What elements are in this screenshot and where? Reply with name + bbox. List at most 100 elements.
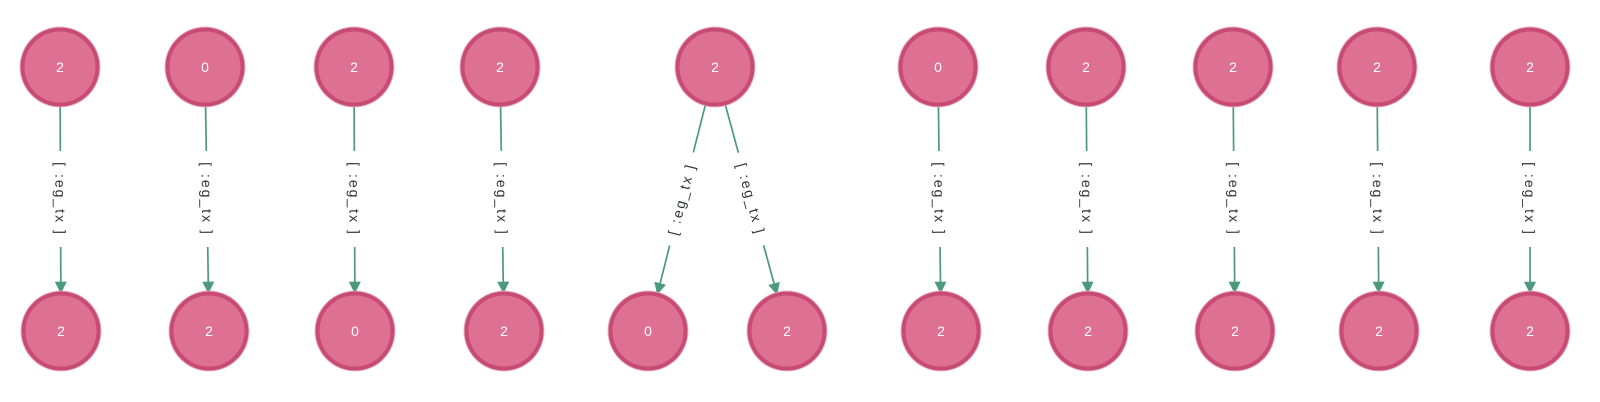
graph-node[interactable]: 2 (463, 290, 545, 372)
node-halo-ring (746, 290, 828, 372)
relationship-label-text: [ :eg_tx ] (198, 162, 215, 236)
node-halo-ring (168, 290, 250, 372)
graph-node[interactable]: 0 (314, 290, 396, 372)
node-circle[interactable] (1339, 291, 1419, 371)
relationship-label[interactable]: [ :eg_tx ] (1368, 150, 1388, 248)
relationship-label-background (344, 150, 365, 248)
edge-label-layer: [ :eg_tx ] [ :eg_tx ] [ :eg_tx ] [ :eg_tx ]… (50, 150, 1540, 248)
relationship-label[interactable]: [ :eg_tx ] (1077, 150, 1097, 248)
node-halo-ring (1047, 290, 1129, 372)
graph-node[interactable]: 2 (1338, 290, 1420, 372)
relationship-label[interactable]: [ :eg_tx ] (1224, 150, 1244, 248)
node-halo-ring (1338, 290, 1420, 372)
node-halo-ring (459, 26, 541, 108)
relationship-label[interactable]: [ :eg_tx ] (1520, 151, 1540, 247)
relationship-label-text: [ :eg_tx ] (734, 161, 769, 236)
edge-layer (54, 103, 1536, 296)
relationship-label[interactable]: [ :eg_tx ] (50, 150, 71, 248)
node-halo-ring (1489, 26, 1571, 108)
relationship-label[interactable]: [ :eg_tx ] (929, 150, 950, 248)
node-circle[interactable] (675, 27, 755, 107)
node-circle[interactable] (901, 291, 981, 371)
graph-node[interactable]: 2 (746, 290, 828, 372)
node-circle[interactable] (315, 291, 395, 371)
relationship-label[interactable]: [ :eg_tx ] (344, 150, 365, 248)
relationship-label-background (1224, 150, 1244, 248)
relationship-label-background (660, 150, 703, 248)
graph-node[interactable]: 2 (1192, 26, 1274, 108)
node-halo-ring (1336, 26, 1418, 108)
relationship-label-background (1520, 151, 1540, 247)
node-circle[interactable] (608, 291, 688, 371)
relationship-label-background (1077, 150, 1097, 248)
graph-node[interactable]: 2 (1194, 290, 1276, 372)
graph-node[interactable]: 2 (1489, 26, 1571, 108)
node-halo-ring (463, 290, 545, 372)
graph-node[interactable]: 2 (459, 26, 541, 108)
node-circle[interactable] (21, 291, 101, 371)
node-halo-ring (20, 290, 102, 372)
node-halo-ring (1045, 26, 1127, 108)
relationship-label[interactable]: [ :eg_tx ] (660, 150, 703, 248)
relationship-label[interactable]: [ :eg_tx ] (491, 150, 513, 248)
node-halo-ring (164, 26, 246, 108)
graph-node[interactable]: 2 (1336, 26, 1418, 108)
node-circle[interactable] (165, 27, 245, 107)
graph-node[interactable]: 0 (164, 26, 246, 108)
graph-node[interactable]: 2 (168, 290, 250, 372)
relationship-label-text: [ :eg_tx ] (665, 161, 699, 236)
relationship-label-text: [ :eg_tx ] (1226, 162, 1243, 236)
graph-node[interactable]: 2 (20, 290, 102, 372)
node-circle[interactable] (20, 27, 100, 107)
relationship-label-background (491, 150, 513, 248)
graph-node[interactable]: 2 (313, 26, 395, 108)
relationship-label-background (1368, 150, 1388, 248)
relationship-label-background (50, 150, 71, 248)
relationship-label-text: [ :eg_tx ] (1522, 162, 1538, 236)
node-circle[interactable] (1490, 27, 1570, 107)
relationship-label-text: [ :eg_tx ] (346, 162, 362, 236)
graph-node[interactable]: 2 (674, 26, 756, 108)
graph-node[interactable]: 0 (607, 290, 689, 372)
graph-node[interactable]: 2 (19, 26, 101, 108)
node-circle[interactable] (314, 27, 394, 107)
node-circle[interactable] (1193, 27, 1273, 107)
node-circle[interactable] (747, 291, 827, 371)
relationship-label-background (729, 150, 773, 248)
graph-node[interactable]: 0 (897, 26, 979, 108)
relationship-label[interactable]: [ :eg_tx ] (196, 150, 218, 248)
node-halo-ring (674, 26, 756, 108)
node-halo-ring (1192, 26, 1274, 108)
relationship-label[interactable]: [ :eg_tx ] (729, 150, 773, 248)
node-circle[interactable] (1048, 291, 1128, 371)
node-circle[interactable] (1337, 27, 1417, 107)
node-halo-ring (314, 290, 396, 372)
node-halo-ring (897, 26, 979, 108)
node-halo-ring (1194, 290, 1276, 372)
graph-node[interactable]: 2 (1047, 290, 1129, 372)
relationship-label-text: [ :eg_tx ] (931, 162, 948, 236)
graph-node[interactable]: 2 (1045, 26, 1127, 108)
node-circle[interactable] (1490, 291, 1570, 371)
node-circle[interactable] (1195, 291, 1275, 371)
node-circle[interactable] (464, 291, 544, 371)
node-halo-ring (19, 26, 101, 108)
node-circle[interactable] (1046, 27, 1126, 107)
node-halo-ring (1489, 290, 1571, 372)
relationship-label-text: [ :eg_tx ] (52, 162, 68, 236)
graph-node[interactable]: 2 (1489, 290, 1571, 372)
relationship-label-background (196, 150, 218, 248)
graph-node[interactable]: 2 (900, 290, 982, 372)
relationship-label-text: [ :eg_tx ] (1079, 162, 1096, 236)
relationship-label-background (929, 150, 950, 248)
node-halo-ring (607, 290, 689, 372)
node-circle[interactable] (460, 27, 540, 107)
node-circle[interactable] (898, 27, 978, 107)
node-circle[interactable] (169, 291, 249, 371)
node-halo-ring (900, 290, 982, 372)
relationship-label-text: [ :eg_tx ] (493, 162, 510, 236)
relationship-label-text: [ :eg_tx ] (1370, 162, 1387, 236)
